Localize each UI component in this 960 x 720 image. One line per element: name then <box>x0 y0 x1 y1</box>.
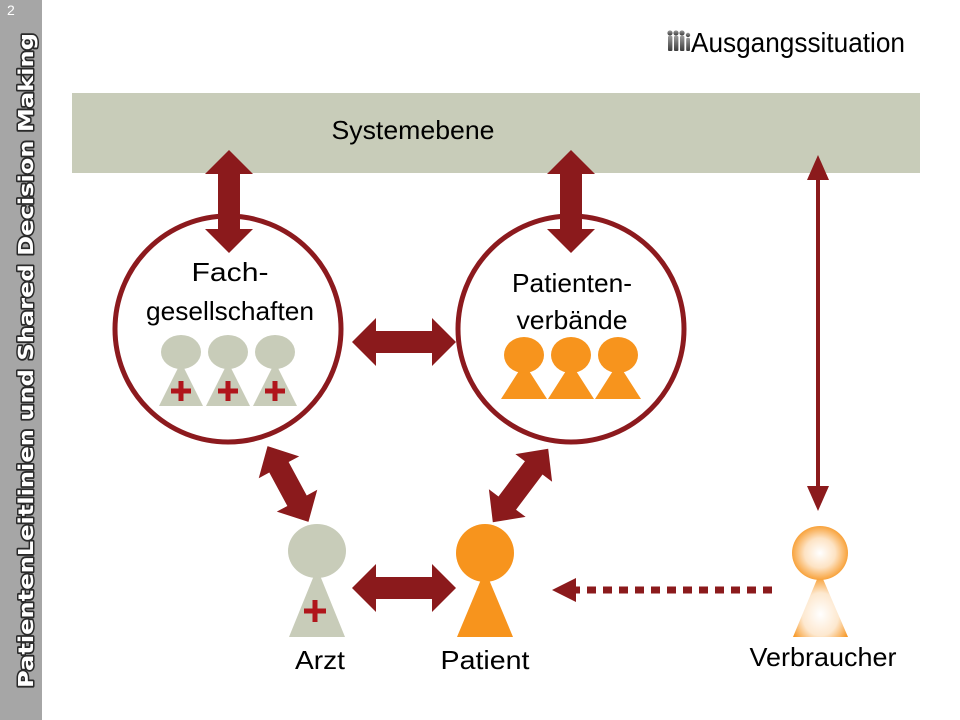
arrow-doctor-patient <box>352 564 456 612</box>
arrow-specialists-patient-organizations <box>352 318 456 366</box>
dotted-arrow-consumer-patient <box>552 578 772 602</box>
figure-head <box>456 524 514 582</box>
figure-head <box>208 335 248 369</box>
people-group-icon <box>667 30 691 51</box>
patient-label: Patient <box>441 645 531 675</box>
figure-head <box>255 335 295 369</box>
arrow-patient-organizations-patient <box>488 448 553 523</box>
figure-head <box>551 337 591 373</box>
arrow-system-consumer <box>807 155 829 511</box>
figure-head <box>792 526 848 580</box>
side-title: PatientenLeitlinien und Shared Decision … <box>14 33 38 688</box>
specialist-figure-3 <box>253 335 297 406</box>
doctor-label: Arzt <box>295 645 346 675</box>
patient-figure <box>456 524 514 637</box>
system-level-label: Systemebene <box>332 115 495 145</box>
consumer-figure <box>792 526 848 637</box>
medical-cross-icon <box>265 381 285 401</box>
doctor-figure <box>288 524 346 637</box>
patient-organizations-label-line2: verbände <box>517 305 628 335</box>
figure-head <box>504 337 544 373</box>
figure-head <box>288 524 346 578</box>
medical-cross-icon <box>171 381 191 401</box>
patient-org-figure-2 <box>548 337 594 399</box>
specialist-societies-label-line2: gesellschaften <box>146 296 314 326</box>
arrow-specialists-doctor <box>258 446 318 522</box>
patient-org-figure-3 <box>595 337 641 399</box>
medical-cross-icon <box>304 600 326 622</box>
medical-cross-icon <box>218 381 238 401</box>
figure-body <box>595 363 641 399</box>
arrow-system-specialists <box>205 150 253 253</box>
arrow-system-patient-organizations <box>547 150 595 253</box>
consumer-label: Verbraucher <box>750 642 897 672</box>
figure-head <box>161 335 201 369</box>
patient-organizations-label-line1: Patienten- <box>512 268 632 298</box>
slide-title: Ausgangssituation <box>691 27 905 58</box>
specialist-societies-label-line1: Fach- <box>192 257 269 287</box>
page-number: 2 <box>7 2 15 18</box>
specialist-figure-2 <box>206 335 250 406</box>
figure-body <box>501 363 547 399</box>
figure-head <box>598 337 638 373</box>
specialist-figure-1 <box>159 335 203 406</box>
system-level-band <box>72 93 920 173</box>
figure-body <box>793 572 848 637</box>
patient-org-figure-1 <box>501 337 547 399</box>
figure-body <box>457 570 513 637</box>
figure-body <box>548 363 594 399</box>
side-bar <box>0 0 42 720</box>
